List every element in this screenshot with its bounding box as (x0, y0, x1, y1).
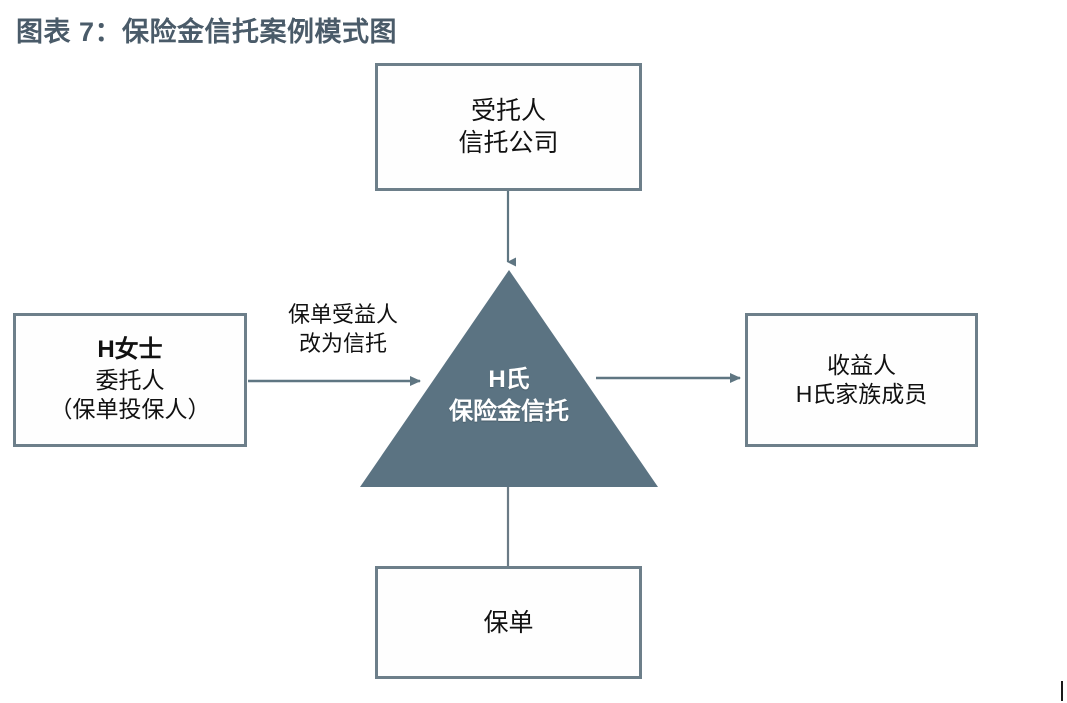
node-trust-label: H氏 保险金信托 (358, 364, 660, 427)
node-beneficiary-line-1: H氏家族成员 (795, 381, 928, 407)
node-settlor-line-0: H女士 (97, 336, 163, 364)
edge-label-policy-change: 保单受益人 改为信托 (268, 301, 418, 358)
node-beneficiary[interactable]: 收益人 H氏家族成员 (745, 313, 978, 447)
node-settlor[interactable]: H女士 委托人 （保单投保人） (13, 313, 247, 447)
node-trust-line-1: 保险金信托 (449, 397, 569, 425)
page-title: 图表 7：保险金信托案例模式图 (16, 17, 398, 47)
page-edge-mark (1061, 681, 1063, 701)
node-policy-line-0: 保单 (483, 608, 534, 637)
node-settlor-line-2: （保单投保人） (49, 396, 211, 423)
node-policy[interactable]: 保单 (375, 566, 642, 679)
node-trustee[interactable]: 受托人 信托公司 (375, 63, 642, 191)
node-beneficiary-line-0: 收益人 (827, 351, 896, 378)
edge-label-line-0: 保单受益人 (287, 302, 398, 327)
node-trust[interactable]: H氏 保险金信托 (358, 268, 660, 489)
triangle-shape (360, 270, 658, 487)
node-settlor-line-1: 委托人 (95, 366, 165, 393)
node-trustee-line-0: 受托人 (470, 97, 546, 125)
node-trustee-line-1: 信托公司 (458, 129, 559, 157)
node-trust-line-0: H氏 (488, 366, 530, 393)
edge-label-line-1: 改为信托 (298, 330, 387, 356)
